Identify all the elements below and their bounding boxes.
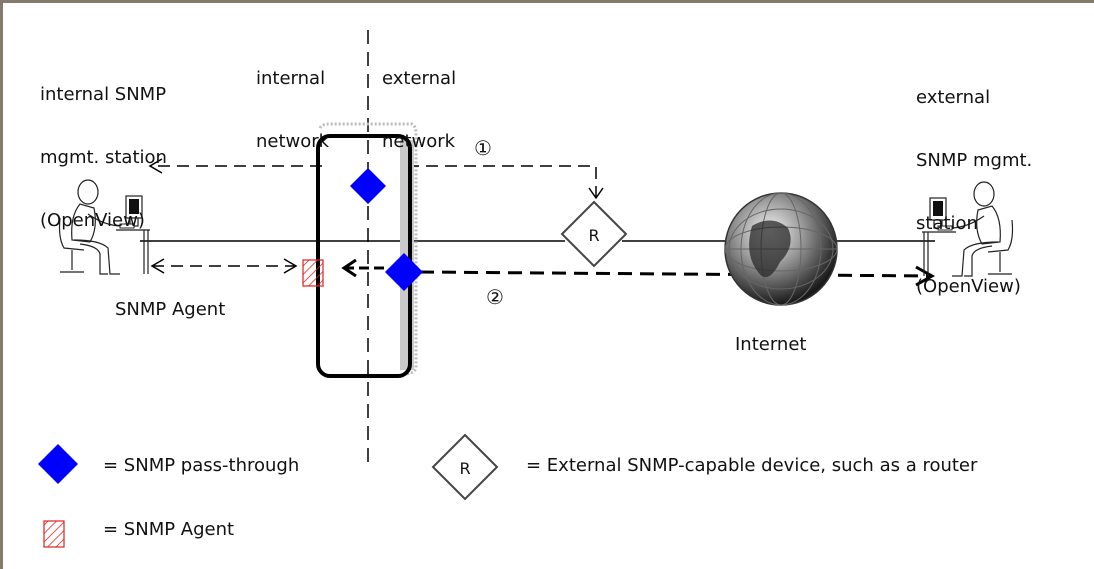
legend-pass-through-diamond (38, 444, 78, 484)
path-2-line-right (420, 272, 930, 276)
external-network-label: external network (382, 26, 456, 173)
legend-snmp-agent-text: = SNMP Agent (103, 519, 234, 540)
internal-station-label-line-1: internal SNMP (40, 84, 167, 105)
internal-network-label-line-2: network (256, 131, 329, 152)
external-station-label: external SNMP mgmt. station (OpenView) (916, 45, 1032, 318)
external-network-label-line-2: network (382, 131, 456, 152)
external-station-label-line-3: station (916, 213, 1032, 234)
external-station-label-line-1: external (916, 87, 1032, 108)
external-station-label-line-4: (OpenView) (916, 276, 1032, 297)
internal-station-label: internal SNMP mgmt. station (OpenView) (40, 42, 167, 252)
internal-network-label-line-1: internal (256, 68, 329, 89)
external-network-label-line-1: external (382, 68, 456, 89)
legend-pass-through-text: = SNMP pass-through (103, 455, 299, 476)
legend-router-letter: R (459, 459, 470, 478)
internal-station-label-line-3: (OpenView) (40, 210, 167, 231)
internet-globe-icon (725, 193, 837, 305)
internet-label: Internet (735, 334, 806, 355)
internal-station-label-line-2: mgmt. station (40, 147, 167, 168)
snmp-agent-label: SNMP Agent (115, 299, 225, 320)
legend-agent-square (44, 521, 64, 547)
pass-through-diamond-top (350, 168, 386, 204)
internal-network-label: internal network (256, 26, 329, 173)
legend-external-device-text: = External SNMP-capable device, such as … (526, 455, 977, 476)
external-station-label-line-2: SNMP mgmt. (916, 150, 1032, 171)
snmp-agent-square (303, 260, 323, 286)
path-2-number: ② (486, 285, 504, 309)
router-letter: R (588, 226, 599, 245)
path-1-number: ① (474, 136, 492, 160)
